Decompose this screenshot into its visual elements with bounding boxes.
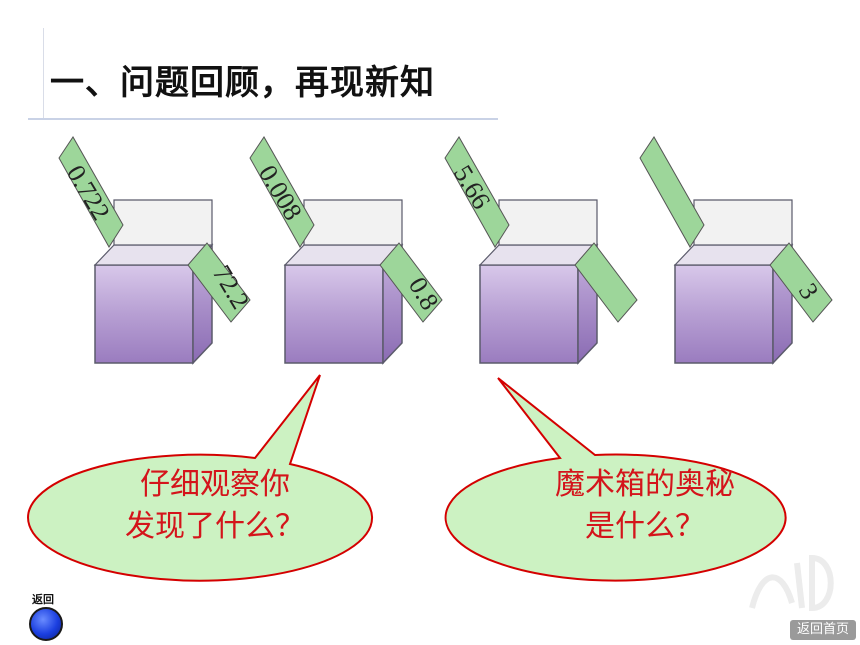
bubble-right-line1: 魔术箱的奥秘 xyxy=(555,467,735,502)
decorative-horizontal-line xyxy=(28,118,498,120)
watermark-graphic xyxy=(749,554,834,612)
magic-box-1 xyxy=(58,136,251,365)
speech-bubble-left xyxy=(27,374,374,582)
back-label: 返回 xyxy=(32,593,54,606)
bubble-right-line2: 是什么？ xyxy=(585,509,705,544)
bubble-left-text: 仔细观察你 发现了什么？ xyxy=(60,464,370,548)
bubble-left-line1: 仔细观察你 xyxy=(140,467,290,502)
magic-box-4 xyxy=(639,136,833,365)
bubble-right-text: 魔术箱的奥秘 是什么？ xyxy=(490,464,800,548)
decorative-vertical-line xyxy=(43,28,44,120)
page-title: 一、问题回顾，再现新知 xyxy=(50,63,435,103)
speech-bubble-right xyxy=(444,377,787,582)
magic-box-2 xyxy=(249,136,443,365)
bubble-left-line2: 发现了什么？ xyxy=(125,509,305,544)
magic-box-3 xyxy=(444,136,638,365)
home-button[interactable]: 返回首页 xyxy=(790,620,856,640)
back-button[interactable] xyxy=(29,607,63,641)
